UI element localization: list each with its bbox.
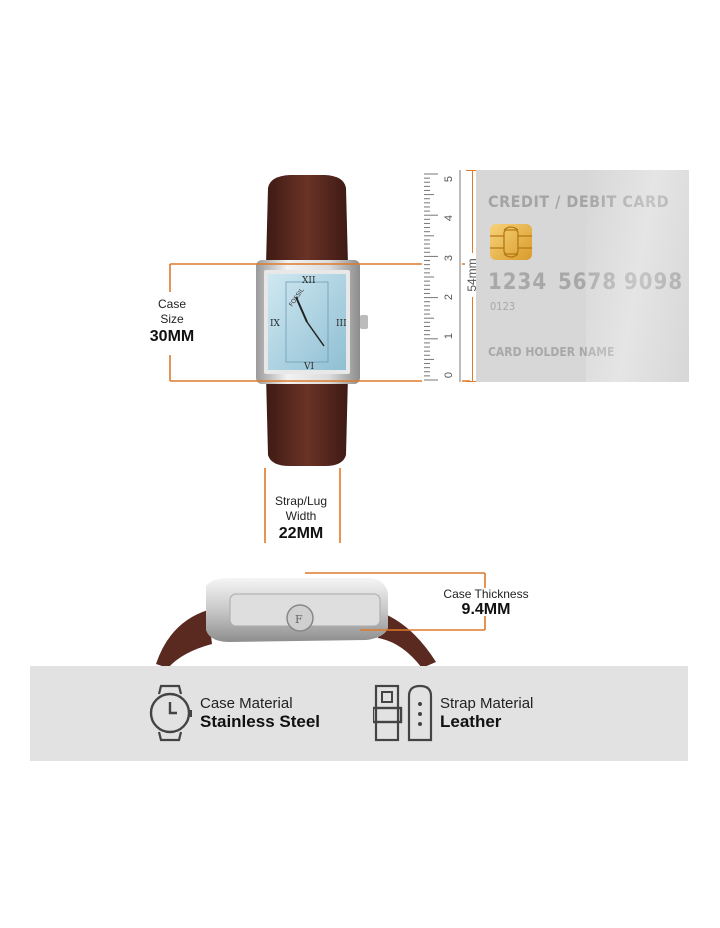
ruler: 5 4 3 2 1 0 (422, 170, 462, 385)
strap-material-title: Strap Material (440, 695, 534, 712)
credit-card: CREDIT / DEBIT CARD 1234 5678 9098 0123 … (476, 170, 689, 382)
ruler-scale (422, 170, 462, 385)
svg-text:F: F (295, 613, 303, 626)
strap-material: Strap Material Leather (440, 695, 533, 732)
watch-side-image: F (156, 578, 436, 668)
svg-text:III: III (336, 319, 347, 329)
ruler-tick-4: 4 (443, 214, 456, 222)
ruler-tick-0: 0 (443, 371, 456, 379)
case-size-label: Case Size 30MM (128, 297, 216, 345)
strap-width-label: Strap/Lug Width 22MM (262, 494, 340, 542)
watch-outline-icon (149, 684, 192, 742)
svg-text:VI: VI (303, 362, 314, 372)
card-title: CREDIT / DEBIT CARD (488, 192, 670, 211)
svg-text:XII: XII (302, 276, 316, 286)
card-small-number: 0123 (490, 300, 516, 313)
case-thickness-value: 9.4MM (461, 601, 511, 618)
strap-width-value: 22MM (278, 525, 324, 542)
case-material-value: Stainless Steel (200, 712, 321, 731)
card-number-1: 1234 (488, 270, 548, 295)
case-material: Case Material Stainless Steel (200, 695, 320, 732)
ruler-tick-5: 5 (443, 175, 456, 183)
svg-text:IX: IX (270, 319, 281, 329)
strap-outline-icon (373, 684, 433, 742)
card-holder-name: CARD HOLDER NAME (488, 345, 615, 359)
case-thickness-guide (305, 572, 486, 631)
card-height-guide: 54mm (464, 170, 484, 382)
ruler-tick-2: 2 (443, 293, 456, 301)
materials-band (30, 666, 688, 761)
card-number-3: 9098 (624, 270, 683, 295)
chip-icon (490, 224, 532, 260)
card-number-2: 5678 (558, 270, 617, 295)
strap-width-guide (264, 468, 341, 543)
strap-material-value: Leather (440, 712, 502, 731)
case-thickness-label: Case Thickness 9.4MM (436, 587, 536, 618)
case-size-value: 30MM (149, 328, 195, 345)
ruler-tick-3: 3 (443, 254, 456, 262)
case-material-title: Case Material (200, 695, 293, 712)
case-size-guide (169, 263, 470, 382)
ruler-tick-1: 1 (443, 332, 456, 340)
